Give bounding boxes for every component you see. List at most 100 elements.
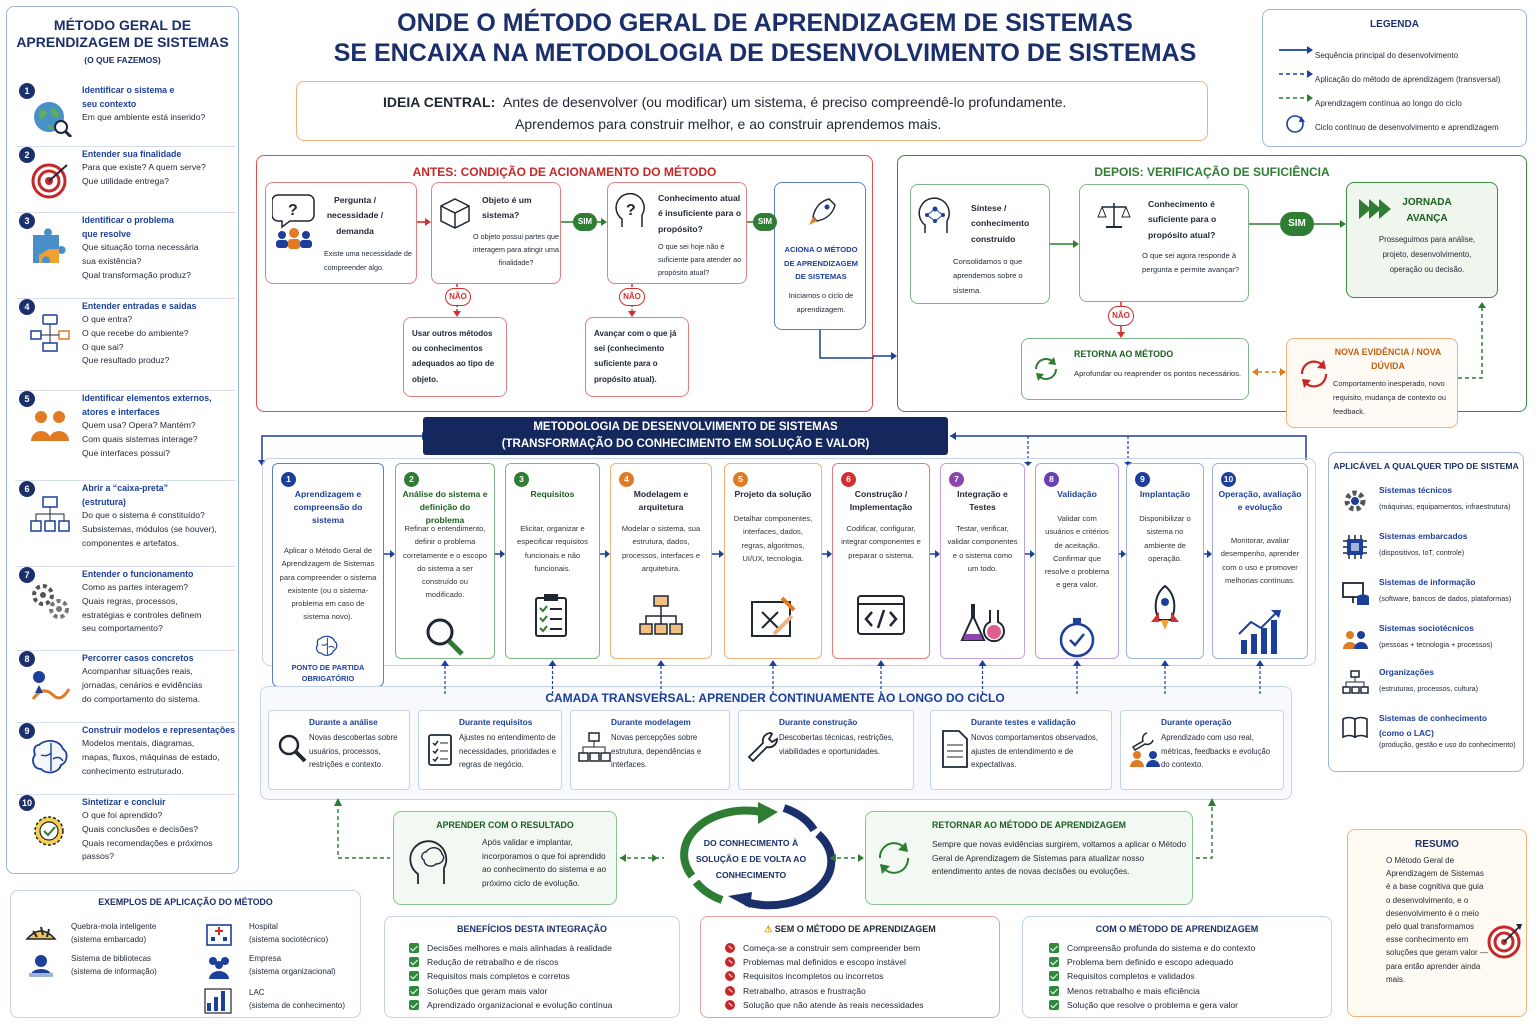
step-arrows (384, 550, 1212, 558)
transversal-item-4: Durante construção Descobertas técnicas,… (738, 710, 914, 790)
dev-step-4-icon (639, 595, 683, 635)
learning-step-2: 2 Entender sua finalidade Para que exist… (15, 147, 235, 213)
cycle-arrows-icon (1300, 360, 1328, 388)
summary-panel: RESUMO O Método Geral de Aprendizagem de… (1347, 829, 1527, 1017)
transversal-item-4-icon (747, 732, 778, 763)
learning-step-10: 10 Sintetizar e concluir O que foi apren… (15, 795, 235, 875)
dev-step-1: 1 Aprendizagem e compreensão do sistema … (272, 463, 384, 687)
dev-step-8-icon (1059, 618, 1095, 658)
check-icon (1049, 943, 1059, 953)
examples-panel: EXEMPLOS DE APLICAÇÃO DO MÉTODO Quebra-m… (10, 890, 361, 1018)
learning-step-7-icon (32, 584, 69, 619)
transversal-item-2: Durante requisitos Ajustes no entendimen… (418, 710, 562, 790)
system-type-1-icon (1344, 490, 1366, 512)
example-5-icon (204, 988, 232, 1014)
check-icon (1049, 985, 1059, 996)
with-method-item: Compreensão profunda do sistema e do con… (1047, 941, 1329, 955)
learning-step-7: 7 Entender o funcionamento Como as parte… (15, 567, 235, 651)
system-type-2: Sistemas embarcados (dispositivos, IoT, … (1337, 529, 1517, 573)
learning-step-3: 3 Identificar o problema que resolve Que… (15, 213, 235, 299)
legend-arrows (1279, 46, 1313, 133)
without-method-item: Retrabalho, atrasos e frustração (723, 984, 999, 998)
legend: LEGENDA Sequência principal do desenvolv… (1262, 9, 1527, 147)
system-type-3: Sistemas de informação (software, bancos… (1337, 575, 1517, 619)
example-5: LAC (sistema de conhecimento) (203, 985, 363, 1015)
central-idea: IDEIA CENTRAL: Antes de desenvolver (ou … (296, 81, 1208, 141)
new-evidence-box: NOVA EVIDÊNCIA / NOVA DÚVIDA Comportamen… (1286, 338, 1458, 428)
step-number-badge: 6 (841, 472, 856, 487)
with-method-item: Requisitos completos e validados (1047, 969, 1329, 983)
dev-step-7-icon (959, 604, 1005, 643)
cross-icon (725, 999, 735, 1010)
dev-step-5: 5 Projeto da solução Detalhar componente… (724, 463, 822, 659)
yes-badge: SIM (1280, 212, 1314, 236)
no-badge: NÃO (445, 288, 471, 306)
before-section: ANTES: CONDIÇÃO DE ACIONAMENTO DO MÉTODO… (256, 155, 874, 412)
check-icon (409, 999, 419, 1010)
before-arrows (417, 218, 874, 359)
check-icon (409, 957, 419, 968)
applicable-systems-panel: APLICÁVEL A QUALQUER TIPO DE SISTEMA Sis… (1328, 452, 1524, 772)
dev-step-8: 8 Validação Validar com usuários e crité… (1035, 463, 1119, 659)
without-method-panel: ⚠ SEM O MÉTODO DE APRENDIZAGEM Começa-se… (700, 916, 1000, 1018)
cross-icon (725, 943, 735, 953)
without-method-item: Começa-se a construir sem compreender be… (723, 941, 999, 955)
check-icon (409, 943, 419, 953)
dev-step-10-icon (1238, 610, 1281, 654)
without-method-item: Requisitos incompletos ou incorretos (723, 969, 999, 983)
dev-step-9-icon (1151, 584, 1179, 630)
with-method-item: Menos retrabalho e mais eficiência (1047, 984, 1329, 998)
dev-step-5-icon (751, 596, 796, 637)
learning-step-2-icon (31, 163, 68, 199)
other-methods-box: Usar outros métodos ou conhecimentos ade… (403, 317, 507, 397)
no-badge: NÃO (619, 288, 645, 306)
example-4-icon (209, 957, 229, 979)
with-method-item: Solução que resolve o problema e gera va… (1047, 998, 1329, 1012)
dev-step-10: 10 Operação, avaliação e evolução Monito… (1212, 463, 1308, 659)
step-number-badge: 5 (19, 391, 35, 407)
step-number-badge: 3 (514, 472, 529, 487)
dev-step-1-icon (316, 635, 338, 656)
system-type-4-icon (1343, 631, 1368, 649)
example-3: Hospital (sistema sociotécnico) (203, 919, 363, 949)
transversal-item-6: Durante operação Aprendizado com uso rea… (1120, 710, 1284, 790)
learning-step-6-icon (30, 496, 70, 532)
learning-step-8: 8 Percorrer casos concretos Acompanhar s… (15, 651, 235, 723)
step-number-badge: 1 (19, 83, 35, 99)
no-badge: NÃO (1108, 306, 1134, 326)
transversal-item-1-icon (278, 734, 307, 763)
learning-step-1: 1 Identificar o sistema e seu contexto E… (15, 83, 235, 147)
example-3-icon (206, 924, 232, 946)
dev-step-7: 7 Integração e Testes Testar, verificar,… (940, 463, 1025, 659)
without-method-item: Problemas mal definidos e escopo instáve… (723, 955, 999, 969)
example-1: Quebra-mola inteligente (sistema embarca… (25, 919, 185, 949)
step-number-badge: 8 (19, 651, 35, 667)
transversal-item-5-icon (942, 730, 968, 768)
benefits-panel: BENEFÍCIOS DESTA INTEGRAÇÃO Decisões mel… (384, 916, 680, 1018)
step-number-badge: 9 (19, 723, 35, 739)
check-icon (409, 985, 419, 996)
system-type-5: Organizações (estruturas, processos, cul… (1337, 665, 1517, 709)
before-to-after-arrow (873, 352, 897, 360)
benefit-item: Aprendizado organizacional e evolução co… (407, 998, 677, 1012)
head-question-icon: ? (615, 192, 645, 227)
is-system-box: Objeto é um sistema? O objeto possui par… (431, 182, 561, 284)
step-number-badge: 7 (19, 567, 35, 583)
transversal-item-3-icon (578, 732, 611, 762)
step-number-badge: 1 (281, 472, 296, 487)
dev-step-3-icon (534, 594, 567, 637)
synthesis-box: Síntese / conhecimento construído Consol… (910, 184, 1050, 304)
learning-step-8-icon (31, 671, 71, 700)
system-type-5-icon (1342, 670, 1369, 694)
return-method-box: RETORNA AO MÉTODO Aprofundar ou reaprend… (1021, 338, 1249, 400)
system-type-6: Sistemas de conhecimento (como o LAC) (p… (1337, 709, 1517, 765)
step-number-badge: 4 (619, 472, 634, 487)
advance-known-box: Avançar com o que já sei (conhecimento s… (585, 317, 689, 397)
balance-icon (1097, 203, 1131, 228)
dev-step-2: 2 Análise do sistema e definição do prob… (395, 463, 495, 659)
learning-step-5: 5 Identificar elementos externos, atores… (15, 391, 235, 481)
cross-icon (725, 971, 735, 982)
forward-arrows-icon (1359, 199, 1391, 219)
dev-step-4: 4 Modelagem e arquitetura Modelar o sist… (610, 463, 712, 659)
step-number-badge: 3 (19, 213, 35, 229)
